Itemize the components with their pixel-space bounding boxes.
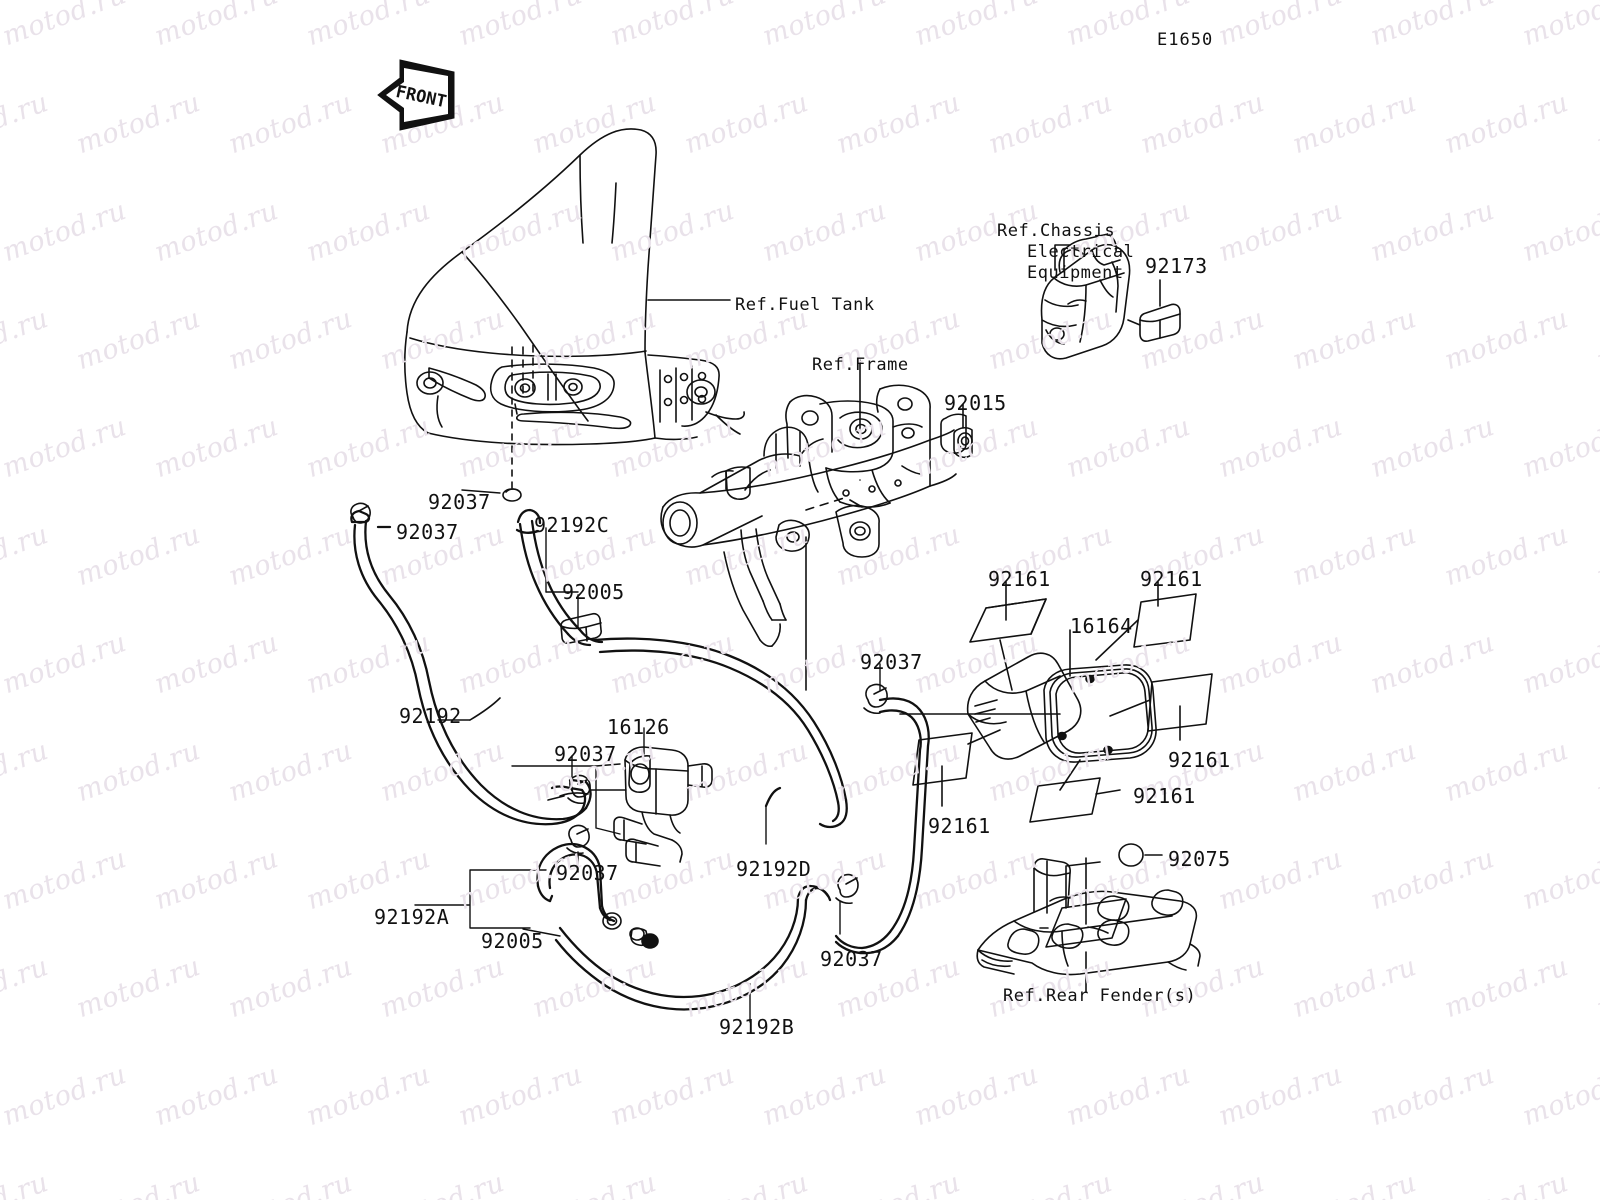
leader-pad-d-to-canister: [1059, 759, 1081, 791]
rear-fender-illustration: [976, 858, 1201, 976]
clamp-92037-f: [835, 873, 859, 905]
leader-rear-fender-bracket: [1065, 861, 1101, 909]
frame-illustration: [660, 384, 967, 648]
clamp-92037-e: [566, 824, 590, 855]
connector-92173: [1139, 303, 1181, 342]
canister-illustration: [966, 652, 1157, 763]
chassis-electrical-illustration: [1040, 233, 1131, 360]
diagram-code: E1650: [1157, 30, 1214, 50]
bracket-92192A: [414, 869, 547, 929]
pad-92161-e: [912, 732, 973, 786]
pad-92161-d: [1029, 777, 1101, 823]
pad-92161-b: [1133, 593, 1197, 648]
clamp-92037-c: [863, 683, 888, 715]
front-arrow-icon: FRONT: [377, 59, 455, 131]
leader-92161-d: [1095, 789, 1121, 795]
leader-92173-b: [1127, 319, 1141, 326]
hose-illustration: [350, 488, 930, 1023]
purge-valve-16126: [613, 746, 713, 867]
fuel-tank-illustration: [403, 128, 745, 446]
leader-pad-e-to-canister: [967, 729, 1001, 745]
leader-pad-to-canister: [999, 639, 1013, 691]
nut-92015: [953, 426, 973, 459]
leader-ref-chassis: [1054, 244, 1071, 271]
pads-92161: [912, 593, 1213, 823]
clamp-92037-a: [502, 488, 522, 502]
leader-92037-a: [461, 489, 501, 494]
grommet-92075: [1118, 843, 1144, 867]
leader-pad-c-to-canister: [1109, 699, 1151, 717]
bracket-16126-clamps: [511, 763, 621, 835]
pad-92161-c: [1147, 673, 1213, 732]
leader-92005-b: [522, 928, 561, 937]
leader-pad-b-to-canister: [1095, 619, 1139, 661]
